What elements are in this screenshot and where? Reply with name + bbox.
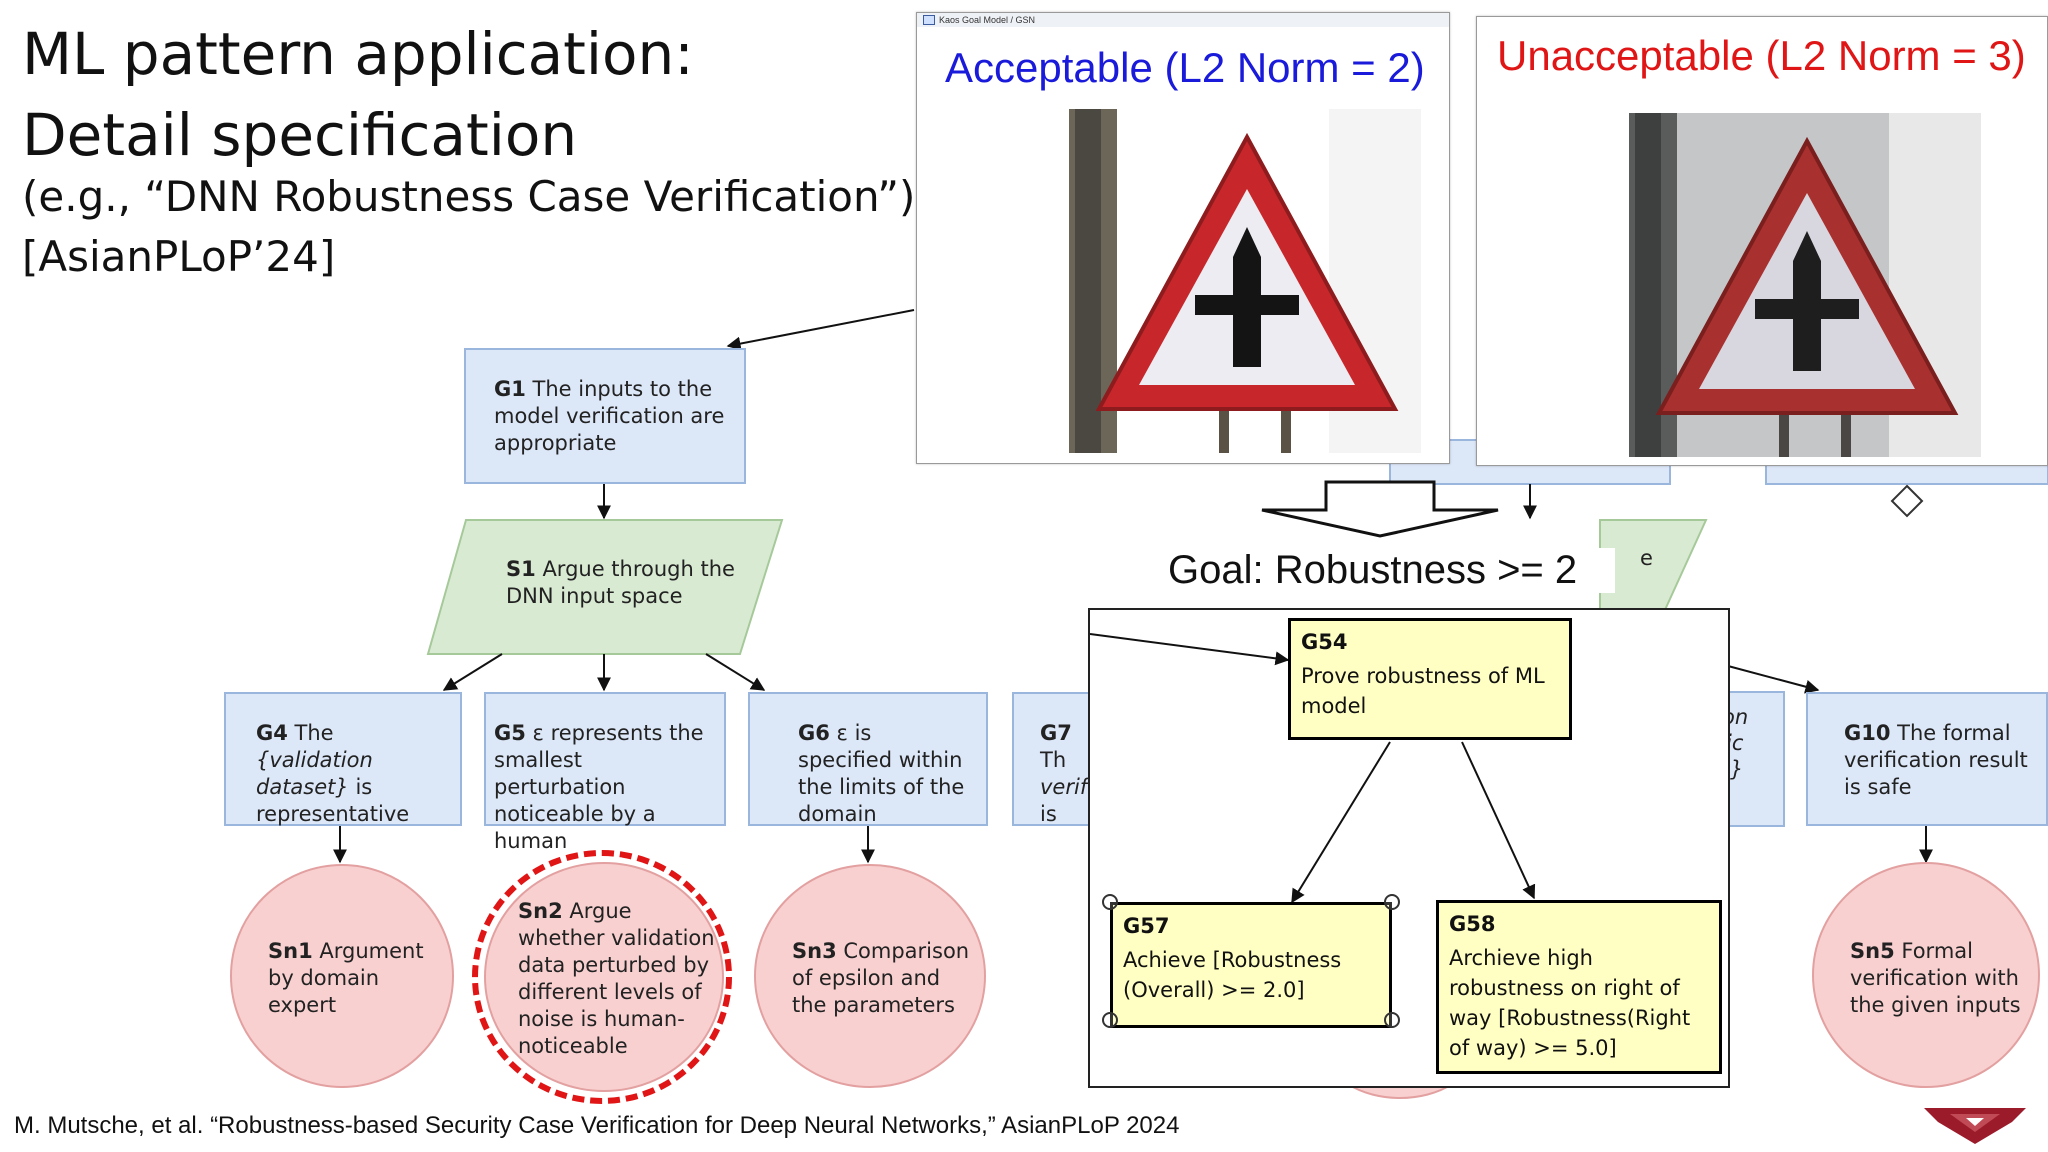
strategy-s1-shape [426,519,784,655]
acceptable-sign-image [1069,109,1421,453]
subtitle-line-1: (e.g., “DNN Robustness Case Verification… [22,172,916,221]
goal-g7-text: Th [1040,748,1067,772]
goal-g58: G58 Archieve high robustness on right of… [1436,900,1722,1074]
goal-g57: G57 Achieve [Robustness (Overall) >= 2.0… [1110,902,1392,1028]
acceptable-title: Acceptable (L2 Norm = 2) [945,44,1425,91]
solution-sn5: Sn5 Formal verification with the given i… [1812,862,2040,1088]
solution-sn5-text: Formal verification with the given input… [1850,939,2021,1017]
strategy-s1-id: S1 [506,557,536,581]
strategy-right-partial-text: e [1640,546,1653,570]
strategy-s1: S1 Argue through the DNN input space [506,556,756,610]
university-logo-icon [1924,1108,2026,1144]
solution-sn1: Sn1 Argument by domain expert [230,864,454,1088]
acceptable-sign-window: Kaos Goal Model / GSN Acceptable (L2 Nor… [916,12,1450,464]
goal-g10: G10 The formal verification result is sa… [1806,692,2048,826]
goal-g54-id: G54 [1301,630,1348,654]
goal-g6-id: G6 [798,721,830,745]
subtitle-line-2: [AsianPLoP’24] [22,232,336,281]
goal-g4-italic: {validation dataset} [256,748,373,799]
slide-subtitle: (e.g., “DNN Robustness Case Verification… [22,176,942,278]
goal-g7-italic: verific [1040,775,1094,799]
solution-sn3-id: Sn3 [792,939,837,963]
goal-g7-post: is app [1040,802,1057,826]
goal-g57-id: G57 [1123,914,1170,938]
title-line-1: ML pattern application: [22,20,694,88]
title-line-2: Detail specification [22,101,578,169]
goal-g4: G4 The {validation dataset} is represent… [224,692,462,826]
unacceptable-title: Unacceptable (L2 Norm = 3) [1497,32,2026,79]
goal-g1-id: G1 [494,377,526,401]
slide-title: ML pattern application: Detail specifica… [22,14,922,176]
goal-g9-line2: ic [1726,731,1744,755]
goal-g6: G6 ε is specified within the limits of t… [748,692,988,826]
solution-sn3: Sn3 Comparison of epsilon and the parame… [754,864,986,1088]
goal-g4-id: G4 [256,721,288,745]
goal-g54-text: Prove robustness of ML model [1301,664,1545,718]
solution-sn5-id: Sn5 [1850,939,1895,963]
goal-g5-id: G5 [494,721,526,745]
solution-sn1-text: Argument by domain expert [268,939,424,1017]
strategy-s1-text: Argue through the DNN input space [506,557,735,608]
goal-g54: G54 Prove robustness of ML model [1288,618,1572,740]
goal-g9-line3: } [1730,757,1744,781]
goal-model-overlay: G54 Prove robustness of ML model G57 Ach… [1088,608,1730,1088]
goal-g58-id: G58 [1449,912,1496,936]
window-caption: Kaos Goal Model / GSN [917,13,1449,27]
resize-handle-bottom-left[interactable] [1102,1012,1118,1028]
robustness-goal-label: Goal: Robustness >= 2 [1164,548,1616,593]
strategy-right-partial-shape [1599,519,1708,613]
goal-g58-text: Archieve high robustness on right of way… [1449,946,1691,1060]
resize-handle-bottom-right[interactable] [1384,1012,1400,1028]
goal-g57-text: Achieve [Robustness (Overall) >= 2.0] [1123,948,1342,1002]
citation: M. Mutsche, et al. “Robustness-based Sec… [14,1112,1180,1139]
goal-g1-text: The inputs to the model verification are… [494,377,725,455]
goal-g4-post: is representative [256,775,410,826]
window-icon [923,15,935,25]
goal-g1: G1 The inputs to the model verification … [464,348,746,484]
goal-g10-text: The formal verification result is safe [1844,721,2028,799]
goal-g7-partial: G7 Th verific is app [1012,692,1096,826]
goal-g7-id: G7 [1040,721,1072,745]
goal-g10-id: G10 [1844,721,1891,745]
resize-handle-top-right[interactable] [1384,894,1400,910]
goal-g5: G5 ε represents the smallest perturbatio… [484,692,726,853]
goal-model-edges [1090,633,1536,904]
undeveloped-diamond [1890,484,1924,518]
highlight-circle-sn2 [472,850,732,1104]
unacceptable-sign-window: Unacceptable (L2 Norm = 3) [1476,16,2048,466]
goal-g6-text: ε is specified within the limits of the … [798,721,965,826]
hollow-down-arrow [1261,480,1499,538]
solution-sn1-id: Sn1 [268,939,313,963]
unacceptable-sign-image [1629,113,1981,457]
resize-handle-top-left[interactable] [1102,894,1118,910]
solution-sn3-text: Comparison of epsilon and the parameters [792,939,970,1017]
goal-g5-text: ε represents the smallest perturbation n… [494,721,704,853]
goal-g4-pre: The [294,721,334,745]
